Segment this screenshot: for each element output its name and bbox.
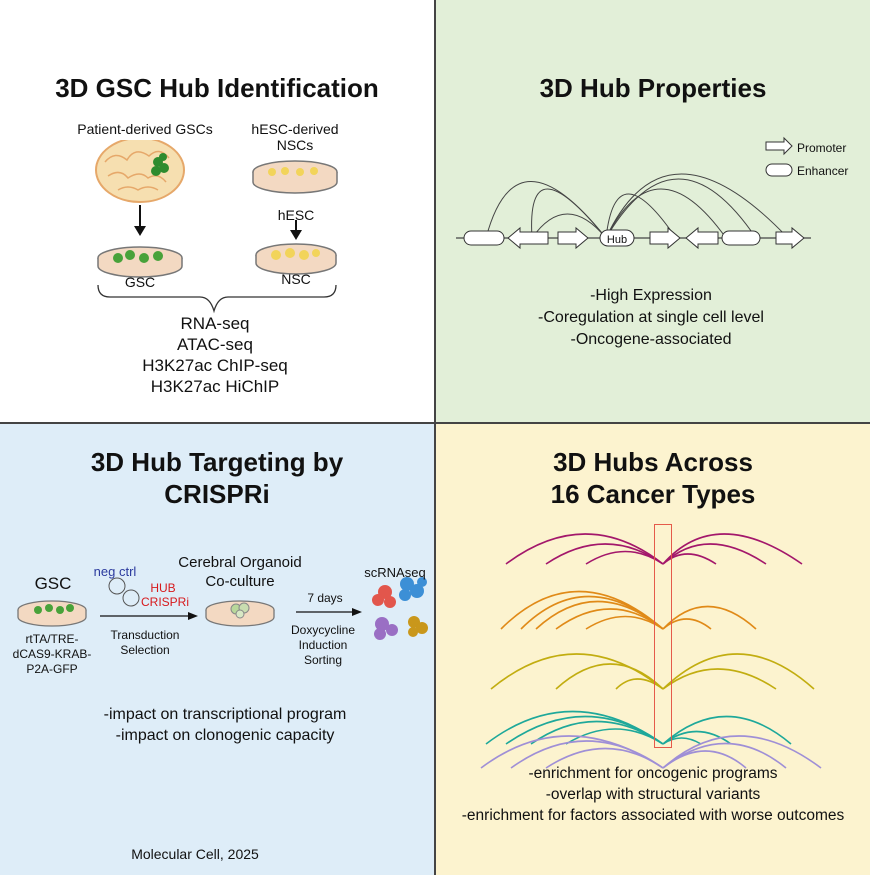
gsc-dish-icon bbox=[17, 600, 87, 627]
legend-enhancer-label: Enhancer bbox=[797, 164, 848, 178]
impact-list: -impact on transcriptional program -impa… bbox=[70, 704, 380, 746]
panel-title: 3D Hubs Across bbox=[553, 447, 753, 477]
assay-list: RNA-seq ATAC-seq H3K27ac ChIP-seq H3K27a… bbox=[110, 313, 320, 397]
construct-line: rtTA/TRE- bbox=[25, 632, 79, 646]
neg-ctrl-label: neg ctrl bbox=[93, 564, 137, 579]
panel-hub-identification: 3D GSC Hub Identification Patient-derive… bbox=[0, 0, 436, 424]
panel-title: 3D Hub Targeting by bbox=[90, 447, 344, 477]
gsc-label: GSC bbox=[124, 274, 156, 290]
finding-item: -enrichment for oncogenic programs bbox=[528, 765, 778, 782]
impact-item: -impact on transcriptional program bbox=[103, 706, 347, 723]
hesc-label: hESC bbox=[277, 207, 315, 223]
chromatin-loops bbox=[485, 173, 789, 239]
cancer-arc-plot-lower bbox=[480, 735, 822, 769]
brain-icon bbox=[95, 140, 185, 203]
transduction-label: Transduction Selection bbox=[100, 628, 190, 658]
nsc-dish-icon bbox=[255, 243, 337, 275]
nscs-label: NSCs bbox=[276, 137, 314, 153]
construct-label: rtTA/TRE- dCAS9-KRAB- P2A-GFP bbox=[7, 632, 97, 677]
finding-item: -enrichment for factors associated with … bbox=[461, 807, 845, 824]
assay-item: ATAC-seq bbox=[177, 335, 253, 354]
arc-group-3 bbox=[490, 653, 815, 690]
property-item: -High Expression bbox=[590, 287, 712, 304]
arc-group-4 bbox=[485, 710, 792, 745]
hub-schematic: Hub Promoter Enhancer bbox=[456, 136, 848, 250]
finding-item: -overlap with structural variants bbox=[545, 786, 761, 803]
promoter-icon bbox=[507, 226, 549, 250]
promoter-icon bbox=[685, 226, 719, 250]
property-item: -Oncogene-associated bbox=[570, 331, 732, 348]
scrnaseq-clusters-icon bbox=[372, 577, 428, 640]
organoid-label: Cerebral Organoid bbox=[178, 554, 302, 571]
findings-list: -enrichment for oncogenic programs -over… bbox=[436, 763, 870, 826]
hub-highlight-box bbox=[654, 524, 672, 748]
induction-line: Sorting bbox=[303, 653, 343, 667]
enhancer-legend-icon bbox=[765, 163, 793, 177]
promoter-legend-icon bbox=[765, 136, 793, 156]
hub-crispri-label: HUB bbox=[150, 581, 176, 595]
panel-title-line2: CRISPRi bbox=[164, 479, 270, 509]
hesc-dish-icon bbox=[252, 160, 338, 194]
gsc-dish-icon bbox=[97, 246, 183, 278]
arc-group-5 bbox=[480, 735, 822, 769]
arc-group-2 bbox=[500, 590, 757, 630]
hub-crispri-label-line2: CRISPRi bbox=[140, 595, 189, 609]
panel-hub-properties: 3D Hub Properties bbox=[436, 0, 870, 424]
assay-item: H3K27ac ChIP-seq bbox=[142, 356, 288, 375]
workflow-diagram bbox=[95, 140, 338, 314]
induction-line: Induction bbox=[298, 638, 348, 652]
enhancer-icon bbox=[463, 230, 505, 246]
property-list: -High Expression -Coregulation at single… bbox=[476, 285, 826, 351]
construct-line: dCAS9-KRAB- bbox=[12, 647, 92, 661]
nsc-label: NSC bbox=[281, 271, 311, 287]
gsc-label: GSC bbox=[34, 574, 72, 593]
coculture-label: Co-culture bbox=[205, 573, 275, 590]
panel-title-line2: 16 Cancer Types bbox=[550, 479, 756, 509]
days-label: 7 days bbox=[307, 591, 343, 605]
transduction-line: Selection bbox=[120, 643, 170, 657]
impact-item: -impact on clonogenic capacity bbox=[115, 727, 335, 744]
scrnaseq-label: scRNAseq bbox=[364, 565, 426, 580]
promoter-icon bbox=[649, 226, 681, 250]
transduction-line: Transduction bbox=[110, 628, 180, 642]
promoter-icon bbox=[557, 226, 589, 250]
assay-item: H3K27ac HiChIP bbox=[150, 377, 280, 396]
organoid-dish-icon bbox=[205, 600, 275, 627]
hub-node bbox=[599, 229, 635, 247]
assay-item: RNA-seq bbox=[180, 314, 250, 333]
induction-line: Doxycycline bbox=[290, 623, 356, 637]
negctrl-vector-icon bbox=[108, 577, 126, 595]
hub-label: Hub bbox=[607, 234, 627, 246]
induction-label: Doxycycline Induction Sorting bbox=[278, 623, 368, 668]
panel-title: 3D GSC Hub Identification bbox=[55, 73, 379, 103]
cancer-arc-plot bbox=[485, 533, 815, 745]
patient-gsc-label: Patient-derived GSCs bbox=[77, 121, 213, 137]
crispri-workflow bbox=[17, 577, 428, 640]
promoter-icon bbox=[775, 226, 805, 250]
panel-title: 3D Hub Properties bbox=[539, 73, 767, 103]
panel-cancer-types: 3D Hubs Across 16 Cancer Types bbox=[436, 424, 870, 875]
enhancer-icon bbox=[721, 230, 761, 246]
grouping-bracket bbox=[97, 284, 337, 314]
crispri-vector-icon bbox=[122, 589, 140, 607]
panel-crispri-targeting: 3D Hub Targeting by CRISPRi bbox=[0, 424, 436, 875]
property-item: -Coregulation at single cell level bbox=[538, 309, 764, 326]
construct-line: P2A-GFP bbox=[26, 662, 78, 676]
arc-group-1 bbox=[505, 533, 803, 565]
legend-promoter-label: Promoter bbox=[797, 141, 846, 155]
citation: Molecular Cell, 2025 bbox=[131, 846, 259, 862]
hesc-derived-label: hESC-derived bbox=[251, 121, 339, 137]
